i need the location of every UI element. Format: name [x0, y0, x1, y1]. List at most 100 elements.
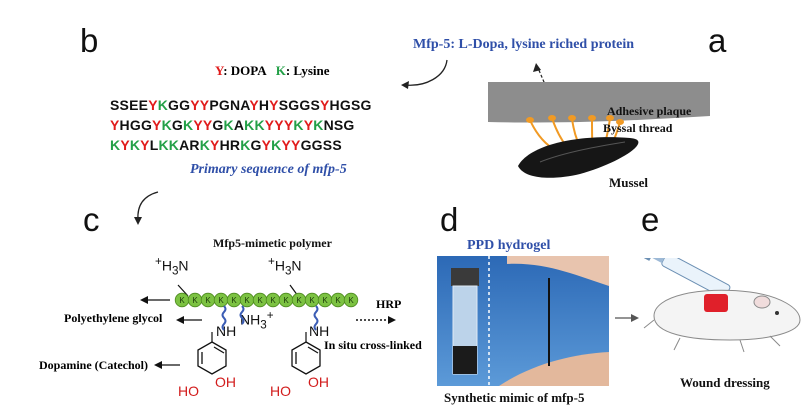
sequence-residue: A: [179, 137, 190, 153]
sequence-residue: K: [244, 117, 255, 133]
ammonium-group: NH3+: [240, 309, 274, 332]
sequence-residue: H: [258, 97, 270, 113]
sequence-residue: H: [119, 117, 130, 133]
sequence-residue: Y: [193, 117, 203, 133]
label-arrows: [144, 299, 202, 366]
wound-caption: Wound dressing: [680, 375, 770, 390]
panel-label-c: c: [83, 201, 100, 238]
sequence-residue: N: [323, 117, 334, 133]
mussel-illustration: [488, 63, 710, 178]
sequence-residue: Y: [148, 97, 158, 113]
sequence-residue: Y: [283, 117, 294, 133]
legend-y-letter: Y: [215, 63, 224, 78]
sequence-residue: P: [209, 97, 219, 113]
sequence-residue: Y: [152, 117, 162, 133]
sequence-residue: G: [343, 117, 355, 133]
sequence-caption: Primary sequence of mfp-5: [190, 162, 347, 177]
sequence-residue: K: [183, 117, 194, 133]
curved-arrow-b-to-c: [134, 191, 159, 225]
nh-left: NH: [216, 323, 237, 339]
panel-label-a: a: [708, 22, 727, 59]
sequence-residue: G: [171, 117, 183, 133]
lysine-bead-label: K: [192, 296, 198, 305]
sequence-legend: Y: DOPA K: Lysine: [215, 63, 330, 79]
sequence-residue: K: [223, 117, 234, 133]
sequence-residue: Y: [274, 117, 284, 133]
legend-k-letter: K: [275, 63, 286, 78]
sequence-residue: G: [250, 137, 262, 153]
label-hrp: HRP: [376, 297, 402, 311]
wound-dressing-patch: [704, 294, 728, 312]
lysine-bead-label: K: [283, 296, 289, 305]
sequence-residue: S: [333, 117, 344, 133]
mouse-injection-illustration: [643, 258, 801, 353]
sequence-residue: K: [168, 137, 180, 153]
sequence-residue: Y: [269, 97, 279, 113]
sequence-residue: G: [140, 117, 153, 133]
lysine-bead-label: K: [335, 296, 341, 305]
sequence-residue: G: [218, 97, 230, 113]
sequence-residue: Y: [264, 117, 275, 133]
label-byssal-thread: Byssal thread: [603, 121, 673, 135]
sequence-residue: K: [313, 117, 324, 133]
sequence-residue: K: [157, 97, 169, 113]
sequence-residue: G: [360, 97, 372, 113]
sequence-residue: Y: [303, 117, 314, 133]
mussel-shell: [518, 137, 639, 178]
sequence-residue: K: [110, 137, 121, 153]
sequence-residue: Y: [199, 97, 210, 113]
sequence-residue: E: [129, 97, 139, 113]
oh-right: OH: [308, 374, 329, 390]
lysine-bead-label: K: [296, 296, 302, 305]
lysine-bead-label: K: [309, 296, 315, 305]
sequence-residue: G: [129, 117, 141, 133]
sequence-residue: G: [311, 137, 323, 153]
polymer-title: Mfp5-mimetic polymer: [213, 236, 332, 250]
panel-label-d: d: [440, 201, 459, 238]
sequence-residue: S: [350, 97, 361, 113]
hydrogel-title: PPD hydrogel: [467, 238, 551, 253]
sequence-residue: A: [233, 117, 245, 133]
label-adhesive-plaque: Adhesive plaque: [607, 104, 692, 118]
hydrogel-photo: [437, 256, 609, 386]
panel-label-b: b: [80, 22, 99, 59]
sequence-line-2: YHGGYKGKYYGKAKKYYYKYKNSG: [110, 117, 355, 133]
label-peg: Polyethylene glycol: [64, 311, 163, 325]
sequence-residue: S: [278, 97, 289, 113]
sequence-residue: S: [119, 97, 130, 113]
sequence-residue: K: [161, 117, 172, 133]
sequence-residue: H: [219, 137, 230, 153]
lysine-bead-label: K: [257, 296, 263, 305]
sequence-residue: S: [332, 137, 342, 153]
ho-right: HO: [270, 383, 291, 399]
sequence-residue: Y: [249, 97, 259, 113]
sequence-residue: Y: [190, 97, 200, 113]
arrow-d-to-e: [615, 314, 639, 322]
sequence-residue: Y: [281, 137, 292, 153]
sequence-residue: S: [310, 97, 320, 113]
vial: [451, 268, 479, 375]
lysine-bead-label: K: [218, 296, 224, 305]
sequence-residue: K: [158, 137, 169, 153]
panel-label-e: e: [641, 201, 660, 238]
lysine-bead-label: K: [270, 296, 276, 305]
sequence-residue: G: [179, 97, 191, 113]
finger-bottom: [499, 352, 609, 386]
sequence-residue: H: [329, 97, 340, 113]
lysine-bead-label: K: [348, 296, 354, 305]
legend-k-text: : Lysine: [285, 63, 330, 78]
sequence-residue: K: [293, 117, 304, 133]
hydrogel-caption: Synthetic mimic of mfp-5: [444, 390, 585, 405]
sequence-line-1: SSEEYKGGYYPGNAYHYSGGSYHGSG: [110, 97, 372, 113]
legend-y-text: : DOPA: [223, 63, 266, 78]
ho-left: HO: [178, 383, 199, 399]
sequence-residue: K: [271, 137, 282, 153]
sequence-residue: R: [229, 137, 241, 153]
sequence-residue: K: [199, 137, 211, 153]
sequence-residue: G: [288, 97, 300, 113]
amine-right: +H3N: [268, 255, 302, 278]
sequence-residue: E: [138, 97, 149, 113]
sequence-residue: G: [168, 97, 180, 113]
